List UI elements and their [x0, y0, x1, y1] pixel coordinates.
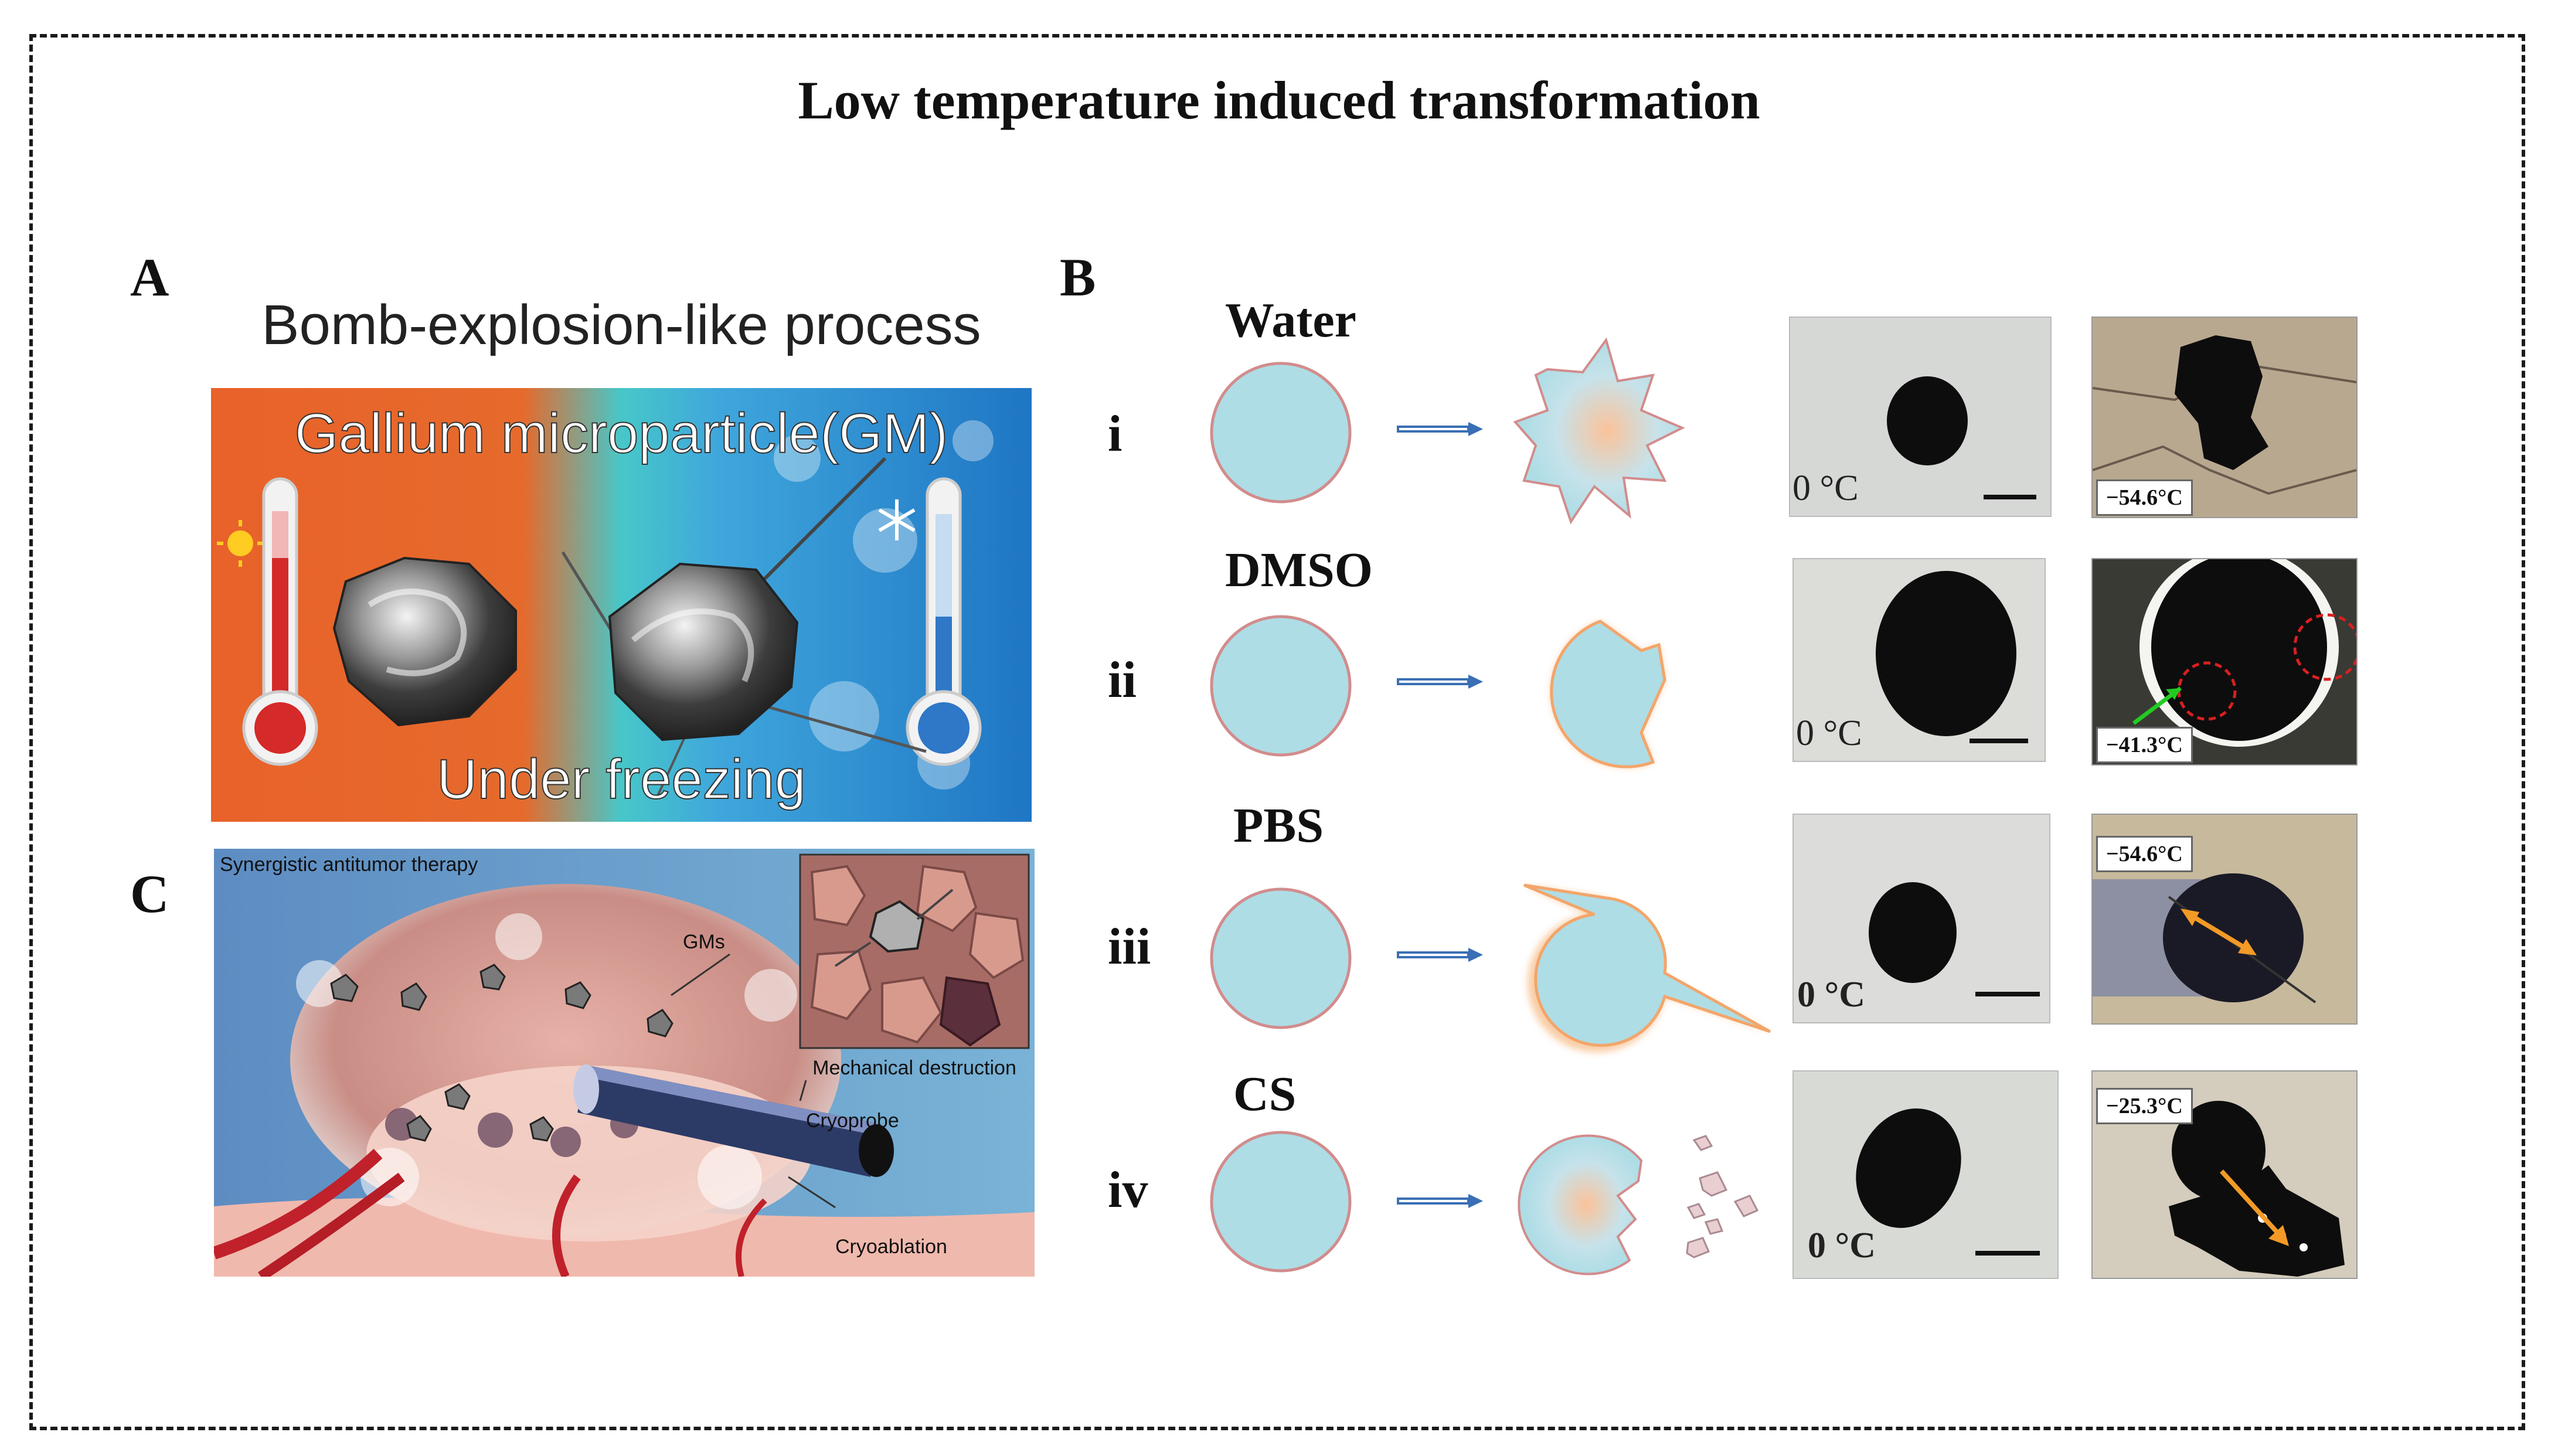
cryoablation-label-text: Cryoablation — [835, 1236, 947, 1258]
solvent-label-cs: CS — [1233, 1067, 1297, 1121]
initial-particle — [1210, 615, 1352, 757]
micrograph-dmso-0c: 0 °C — [1792, 558, 2046, 762]
sun-icon — [217, 520, 264, 567]
solvent-label-pbs: PBS — [1233, 798, 1324, 853]
row-iii-schematic — [1210, 883, 1771, 1053]
micrograph-cs-frozen: −25.3°C — [2091, 1070, 2358, 1279]
panel-a-illustration: Gallium microparticle(GM) Under freezing — [211, 388, 1032, 822]
row-ii-schematic — [1210, 615, 1666, 768]
particle-image — [1887, 376, 1968, 465]
temp-label-0c: 0 °C — [1808, 1226, 1876, 1266]
transform-arrow-icon — [1397, 948, 1483, 962]
antitumor-therapy-illustration: Synergistic antitumor therapy GMs Mechan… — [212, 849, 1035, 1281]
panel-c-illustration: Synergistic antitumor therapy GMs Mechan… — [212, 849, 1035, 1281]
particle-transformation-schematics — [1210, 337, 1771, 1275]
micrograph-pbs-frozen: −54.6°C — [2091, 814, 2358, 1025]
solvent-label-dmso: DMSO — [1225, 543, 1373, 597]
initial-particle — [1210, 1131, 1352, 1273]
scale-bar — [1969, 739, 2028, 743]
panel-a-subject-text: Gallium microparticle(GM) — [295, 402, 948, 465]
row-label-i: i — [1108, 406, 1122, 462]
row-i-schematic — [1210, 337, 1685, 525]
frozen-gallium-particle — [608, 562, 799, 741]
row-label-iv: iv — [1108, 1162, 1148, 1219]
inset-label-text: Mechanical destruction — [812, 1057, 1016, 1079]
transform-arrow-icon — [1397, 422, 1483, 436]
micrograph-dmso-frozen: −41.3°C — [2091, 558, 2358, 766]
particle-image — [1869, 882, 1957, 983]
fragment-shards — [1686, 1135, 1759, 1258]
row-label-iii: iii — [1108, 918, 1151, 975]
initial-particle — [1210, 887, 1352, 1029]
panel-a-caption-text: Under freezing — [437, 748, 806, 811]
scale-bar — [1975, 992, 2040, 996]
gm-particles — [330, 964, 673, 1142]
solvent-label-water: Water — [1225, 293, 1356, 348]
gms-label-text: GMs — [683, 931, 725, 953]
micrograph-water-0c: 0 °C — [1789, 317, 2052, 517]
transform-arrow-icon — [1397, 675, 1483, 689]
row-label-ii: ii — [1108, 652, 1137, 709]
transform-arrow-icon — [1397, 1194, 1483, 1208]
temp-label-0c: 0 °C — [1796, 713, 1862, 753]
temp-label-frozen: −41.3°C — [2096, 727, 2193, 763]
cryoprobe-label-text: Cryoprobe — [806, 1110, 899, 1132]
cryoprobe — [573, 1064, 894, 1177]
temp-label-0c: 0 °C — [1792, 468, 1859, 508]
hot-thermometer-icon — [242, 477, 318, 766]
panel-a-letter: A — [130, 247, 169, 307]
dashed-frame — [29, 34, 2525, 1430]
micrograph-pbs-0c: 0 °C — [1792, 814, 2050, 1023]
panel-b-schematics — [1196, 328, 1776, 1313]
figure-title: Low temperature induced transformation — [798, 70, 1760, 130]
scale-bar — [1984, 495, 2036, 499]
scale-bar — [1975, 1251, 2040, 1256]
gallium-freezing-illustration: Gallium microparticle(GM) Under freezing — [211, 388, 1032, 822]
panel-c-letter: C — [130, 864, 169, 924]
particle-image — [1836, 1091, 1981, 1246]
micrograph-cs-0c: 0 °C — [1792, 1070, 2059, 1279]
needle-particle — [1523, 883, 1771, 1047]
cold-thermometer-icon — [906, 477, 982, 766]
panel-b-letter: B — [1060, 247, 1096, 307]
sharp-edged-particle — [1550, 620, 1666, 768]
temp-label-0c: 0 °C — [1797, 975, 1866, 1015]
mechanical-destruction-inset — [799, 853, 1030, 1049]
panel-a-heading: Bomb-explosion-like process — [261, 294, 981, 356]
initial-particle — [1210, 362, 1352, 504]
snowflake-icon — [878, 499, 916, 540]
temp-label-frozen: −25.3°C — [2096, 1088, 2193, 1124]
micrograph-water-frozen: −54.6°C — [2091, 317, 2358, 518]
row-iv-schematic — [1210, 1131, 1759, 1275]
spiky-fractured-particle — [1513, 337, 1685, 525]
temp-label-frozen: −54.6°C — [2096, 836, 2193, 872]
particle-image — [1876, 571, 2016, 736]
temp-label-frozen: −54.6°C — [2096, 479, 2193, 516]
panel-c-heading-text: Synergistic antitumor therapy — [220, 853, 478, 876]
fragmented-particle — [1518, 1134, 1643, 1275]
